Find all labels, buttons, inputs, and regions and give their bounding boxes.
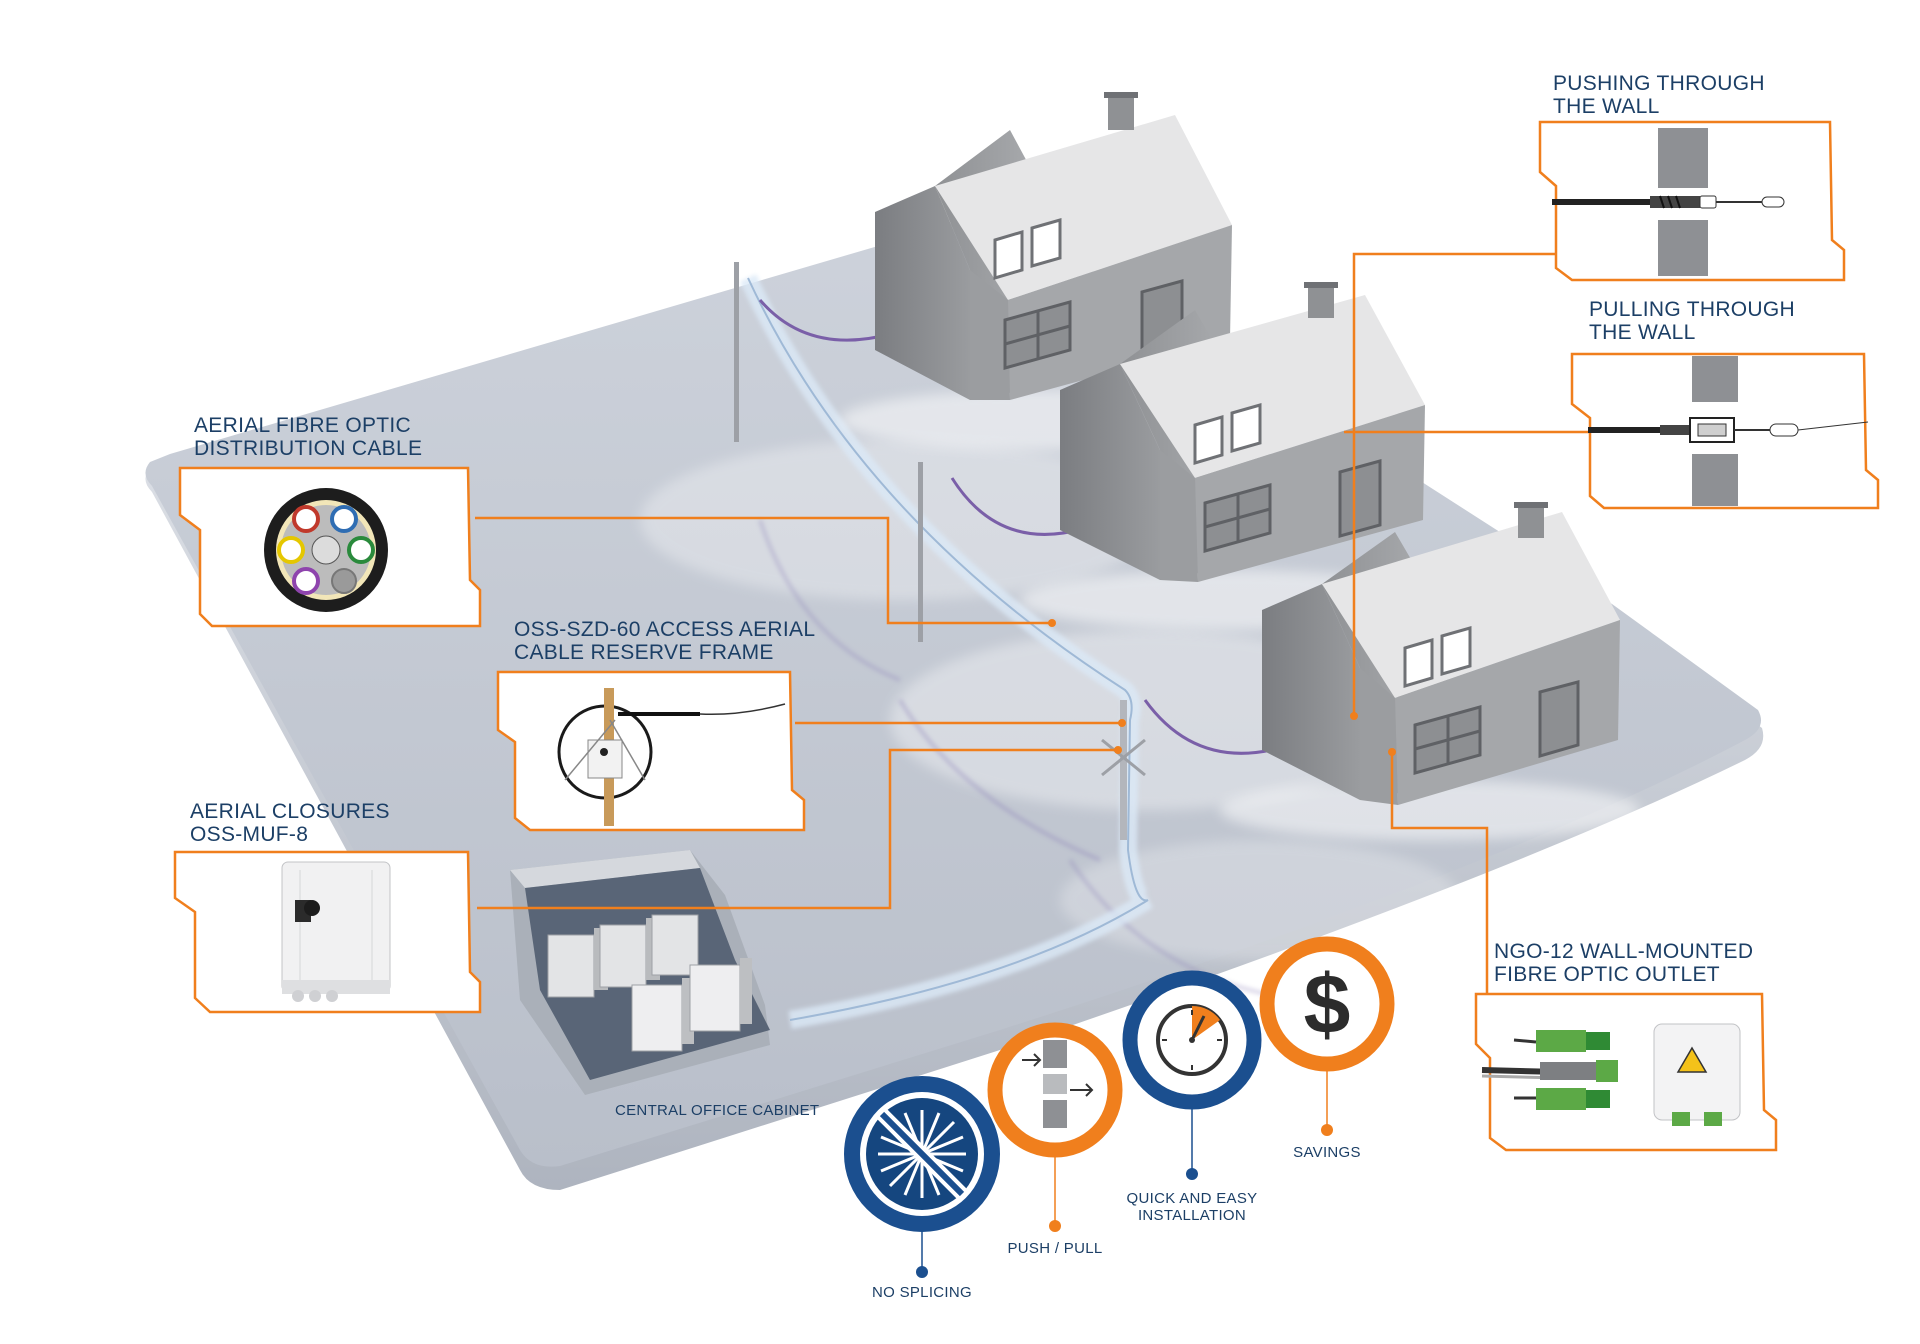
- callout-reserve-frame: [496, 670, 806, 832]
- feature-badges: [844, 936, 1395, 1278]
- push-pull-badge: [987, 1022, 1123, 1158]
- dollar-icon: $: [1303, 957, 1351, 1051]
- fibre-route: [739, 274, 1153, 1029]
- label-pulling-line-1: PULLING THROUGH: [1589, 298, 1795, 321]
- push-pull-icon: [1022, 1040, 1094, 1128]
- fibre-cable-cross-section-icon: [264, 488, 388, 612]
- label-pulling: PULLING THROUGH THE WALL: [1589, 298, 1795, 344]
- label-pulling-line-2: THE WALL: [1589, 321, 1696, 344]
- label-aerial-cable: AERIAL FIBRE OPTIC DISTRIBUTION CABLE: [194, 414, 422, 460]
- installation-badge: [1122, 970, 1262, 1110]
- label-reserve-frame-line-1: OSS-SZD-60 ACCESS AERIAL: [514, 618, 816, 641]
- feature-label-push-pull: PUSH / PULL: [1007, 1240, 1103, 1257]
- no-splicing-badge: [844, 1076, 1000, 1232]
- central-office-cabinet: [510, 850, 770, 1095]
- feature-label-installation-line-1: QUICK AND EASY: [1126, 1190, 1258, 1207]
- pushing-through-wall-icon: [1552, 128, 1785, 276]
- callout-pushing: [1538, 120, 1846, 282]
- utility-poles: [734, 262, 1146, 840]
- savings-badge: [1259, 936, 1395, 1072]
- feature-label-installation-line-2: INSTALLATION: [1137, 1207, 1247, 1224]
- callout-aerial-cable: [178, 466, 482, 628]
- label-pushing: PUSHING THROUGH THE WALL: [1553, 72, 1765, 118]
- label-reserve-frame: OSS-SZD-60 ACCESS AERIAL CABLE RESERVE F…: [514, 618, 815, 664]
- label-aerial-cable-line-1: AERIAL FIBRE OPTIC: [194, 414, 411, 437]
- wall-outlet-box-icon: [1653, 1023, 1741, 1126]
- label-closures-line-2: OSS-MUF-8: [190, 823, 309, 846]
- feature-label-no-splicing: NO SPLICING: [872, 1284, 972, 1301]
- label-pushing-line-2: THE WALL: [1553, 95, 1660, 118]
- outlet-connectors-icon: [1481, 1030, 1618, 1110]
- clock-icon: [1156, 1004, 1228, 1076]
- aerial-closure-icon: [281, 861, 391, 1002]
- pulling-through-wall-icon: [1588, 356, 1869, 506]
- callout-outlet: [1474, 992, 1778, 1152]
- callout-leaders: [475, 252, 1592, 1000]
- reserve-frame-icon: [557, 688, 786, 826]
- leader-endpoints: [1048, 619, 1396, 756]
- label-pushing-line-1: PUSHING THROUGH: [1553, 72, 1765, 95]
- label-aerial-cable-line-2: DISTRIBUTION CABLE: [194, 437, 423, 460]
- label-cabinet: CENTRAL OFFICE CABINET: [615, 1102, 820, 1119]
- label-reserve-frame-line-2: CABLE RESERVE FRAME: [514, 641, 774, 664]
- label-outlet-line-1: NGO-12 WALL-MOUNTED: [1494, 940, 1754, 963]
- feature-label-installation: QUICK AND EASY INSTALLATION: [1102, 1190, 1282, 1224]
- callout-closures: [173, 850, 482, 1014]
- house-3: [1220, 502, 1640, 840]
- no-splicing-icon: [866, 1098, 978, 1210]
- feature-label-savings: SAVINGS: [1293, 1144, 1361, 1161]
- label-closures: AERIAL CLOSURES OSS-MUF-8: [190, 800, 390, 846]
- callout-pulling: [1570, 352, 1880, 510]
- label-outlet-line-2: FIBRE OPTIC OUTLET: [1494, 963, 1720, 986]
- label-closures-line-1: AERIAL CLOSURES: [190, 800, 390, 823]
- label-outlet: NGO-12 WALL-MOUNTED FIBRE OPTIC OUTLET: [1494, 940, 1753, 986]
- cabinet-units: [547, 914, 752, 1052]
